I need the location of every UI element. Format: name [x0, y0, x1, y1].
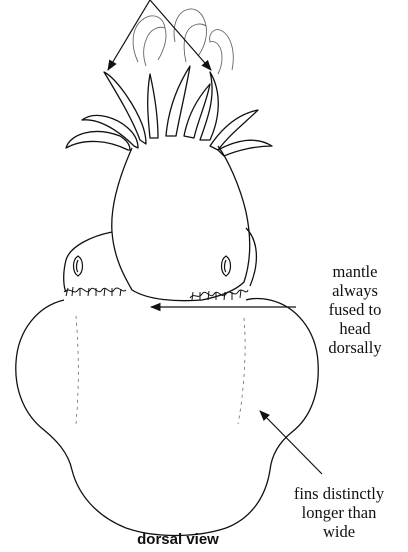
- arm-crown-pointers: [108, 0, 211, 70]
- fins-label-line: longer than: [270, 503, 408, 522]
- arm-right-outer: [218, 140, 272, 156]
- head-outline: [112, 146, 250, 301]
- fins-label: fins distinctly longer than wide: [270, 484, 408, 541]
- head-side-right: [246, 228, 256, 286]
- mantle-fusion-label: mantle always fused to head dorsally: [302, 262, 408, 357]
- fins-label-line: wide: [270, 522, 408, 541]
- fin-base-left: [76, 316, 78, 424]
- mantle-fusion-line: fused to: [302, 300, 408, 319]
- background-arms: [133, 9, 233, 74]
- fin-base-right: [238, 318, 245, 424]
- mantle-fusion-line: head: [302, 319, 408, 338]
- fins-label-line: fins distinctly: [270, 484, 408, 503]
- fins-arrow: [260, 411, 322, 474]
- mantle-fusion-line: mantle: [302, 262, 408, 281]
- eye-left: [74, 256, 83, 276]
- arm-crown: [66, 66, 272, 156]
- eye-right: [222, 256, 231, 276]
- mantle-fusion-line: always: [302, 281, 408, 300]
- head-side-left: [64, 232, 112, 292]
- arm-left-inner: [148, 74, 158, 138]
- nuchal-fringe-left: [64, 287, 126, 296]
- mantle-fusion-line: dorsally: [302, 338, 408, 357]
- view-caption: dorsal view: [108, 531, 248, 549]
